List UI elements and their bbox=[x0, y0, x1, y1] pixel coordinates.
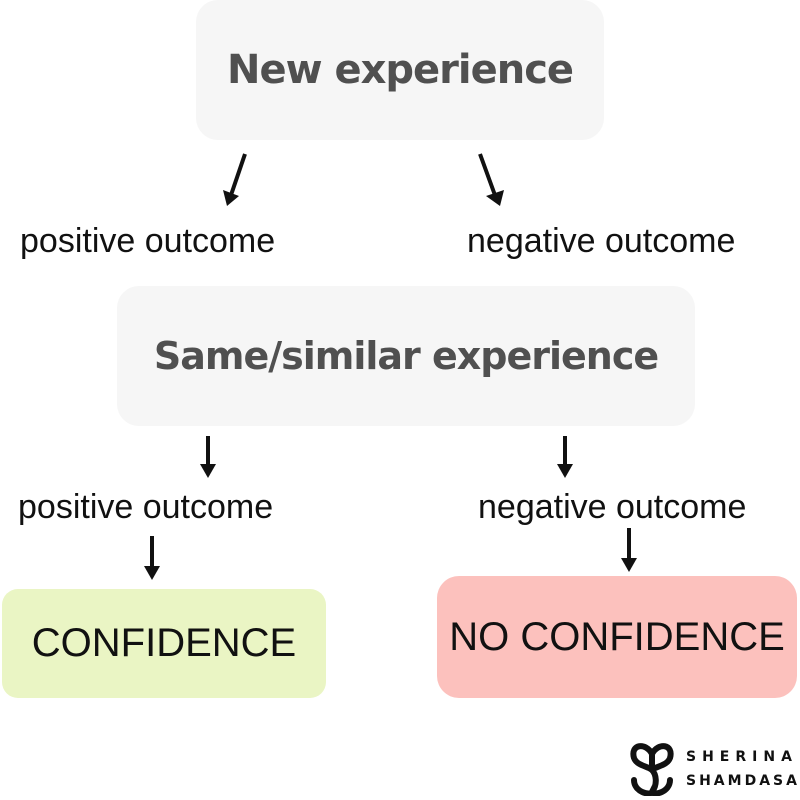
brand-logo: SHERINA SHAMDASANI bbox=[628, 740, 800, 796]
logo-name-line2: SHAMDASANI bbox=[686, 773, 800, 789]
no-confidence-node: NO CONFIDENCE bbox=[437, 576, 797, 698]
arrow-to-second-positive bbox=[200, 436, 216, 478]
logo-name-line1: SHERINA bbox=[686, 749, 798, 765]
confidence-node: CONFIDENCE bbox=[2, 589, 326, 698]
first-positive-outcome: positive outcome bbox=[20, 222, 276, 260]
no-confidence-label: NO CONFIDENCE bbox=[449, 614, 785, 659]
arrow-to-first-negative bbox=[478, 153, 504, 206]
arrow-to-first-positive bbox=[223, 153, 247, 206]
arrow-to-second-negative bbox=[557, 436, 573, 478]
same-similar-experience-node: Same/similar experience bbox=[117, 286, 695, 426]
arrow-to-confidence bbox=[144, 536, 160, 580]
second-negative-outcome: negative outcome bbox=[478, 488, 747, 526]
same-similar-experience-label: Same/similar experience bbox=[153, 334, 659, 378]
new-experience-label: New experience bbox=[226, 47, 574, 93]
first-negative-outcome: negative outcome bbox=[467, 222, 736, 260]
arrow-to-no-confidence bbox=[621, 528, 637, 572]
new-experience-node: New experience bbox=[196, 0, 604, 140]
confidence-label: CONFIDENCE bbox=[31, 621, 297, 665]
logo-monogram-icon bbox=[630, 743, 674, 796]
second-positive-outcome: positive outcome bbox=[18, 488, 274, 526]
